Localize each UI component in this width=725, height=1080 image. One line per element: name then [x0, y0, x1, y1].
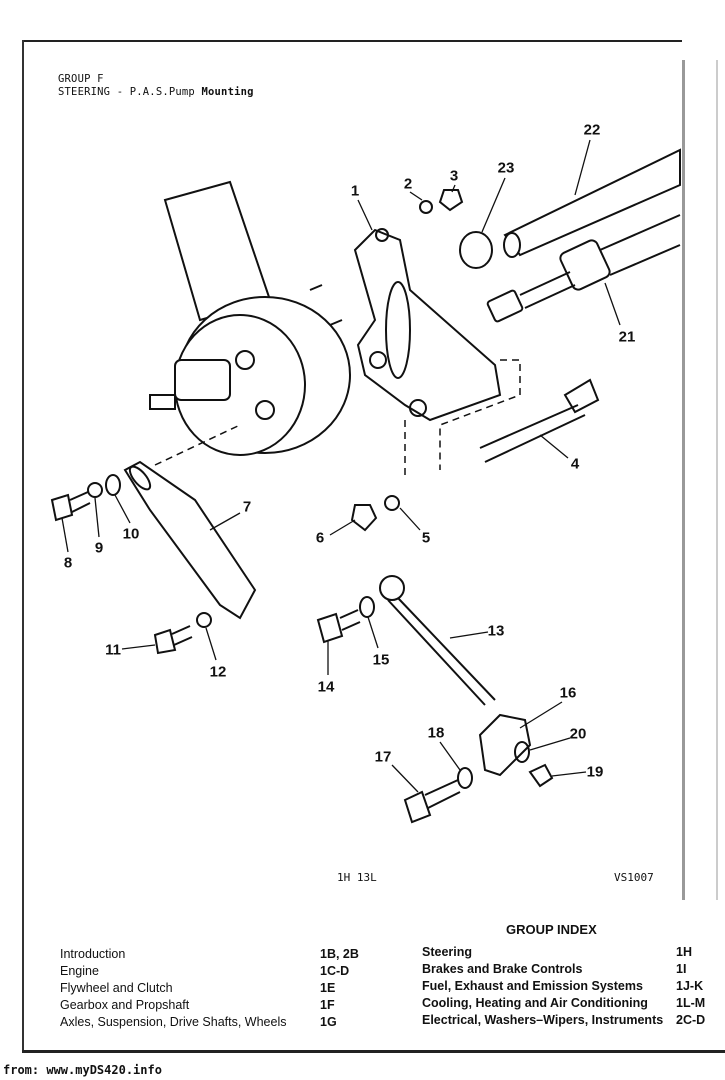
- trunnion-16: [478, 713, 532, 777]
- page-border-top: [22, 40, 682, 42]
- group-index-right-labels: Steering Brakes and Brake Controls Fuel,…: [422, 944, 663, 1029]
- callout-14: 14: [317, 678, 335, 696]
- index-label: Engine: [60, 964, 99, 978]
- exploded-parts-diagram: [50, 139, 681, 824]
- leader-lines: [61, 139, 621, 793]
- bolt-4: [479, 378, 600, 463]
- callout-10: 10: [122, 525, 140, 543]
- callout-18: 18: [427, 724, 445, 742]
- callout-16: 16: [559, 684, 577, 702]
- pas-pump: [149, 180, 351, 456]
- index-code: 1J-K: [676, 979, 704, 993]
- group-label: GROUP F: [58, 73, 104, 85]
- page-edge: [682, 60, 685, 900]
- index-label: Fuel, Exhaust and Emission Systems: [422, 979, 643, 993]
- washer-5: [384, 495, 400, 511]
- adjuster-rod: [379, 575, 496, 706]
- callout-21: 21: [618, 328, 636, 346]
- index-label: Flywheel and Clutch: [60, 981, 173, 995]
- washer-9: [87, 482, 103, 498]
- callout-19: 19: [586, 763, 604, 781]
- index-code: 2C-D: [676, 1013, 706, 1027]
- index-label: Axles, Suspension, Drive Shafts, Wheels: [60, 1015, 287, 1029]
- index-code: 1F: [320, 998, 335, 1012]
- callout-1: 1: [350, 182, 360, 200]
- bolt-8: [50, 491, 91, 522]
- bolt-17: [403, 779, 461, 824]
- washer: [419, 200, 433, 214]
- index-code: 1G: [320, 1015, 337, 1029]
- callout-6: 6: [315, 529, 325, 547]
- page-code: 1H 13L: [337, 871, 377, 884]
- index-code: 1B, 2B: [320, 947, 359, 961]
- callout-7: 7: [242, 498, 252, 516]
- callout-2: 2: [403, 175, 413, 193]
- callout-9: 9: [94, 539, 104, 557]
- callout-20: 20: [569, 725, 587, 743]
- washer-10: [105, 474, 121, 496]
- hose-clip: [459, 231, 493, 269]
- page-edge: [716, 60, 718, 900]
- washer-20: [514, 741, 530, 763]
- nut: [438, 189, 464, 212]
- index-label: Gearbox and Propshaft: [60, 998, 190, 1012]
- index-code: 1L-M: [676, 996, 706, 1010]
- mounting-bracket: [353, 228, 502, 422]
- index-code: 1H: [676, 945, 692, 959]
- index-label: Introduction: [60, 947, 126, 961]
- index-code: 1E: [320, 981, 336, 995]
- hose-22: [503, 148, 681, 258]
- callout-5: 5: [421, 529, 431, 547]
- index-code: 1C-D: [320, 964, 350, 978]
- callout-15: 15: [372, 651, 390, 669]
- page-border-bottom: [22, 1050, 725, 1053]
- group-index-left-labels: Introduction Engine Flywheel and Clutch …: [60, 946, 287, 1031]
- adjuster-bracket: [123, 460, 257, 620]
- index-label: Brakes and Brake Controls: [422, 962, 583, 976]
- assembly-lines: [154, 359, 521, 480]
- drawing-code: VS1007: [614, 871, 654, 884]
- callout-22: 22: [583, 121, 601, 139]
- callout-3: 3: [449, 167, 459, 185]
- title-prefix: STEERING - P.A.S.Pump: [58, 86, 195, 98]
- callout-13: 13: [487, 622, 505, 640]
- title-bold: Mounting: [201, 86, 254, 98]
- index-label: Cooling, Heating and Air Conditioning: [422, 996, 648, 1010]
- callout-8: 8: [63, 554, 73, 572]
- page-border-left: [22, 40, 24, 1052]
- group-index-left-codes: 1B, 2B 1C-D 1E 1F 1G: [320, 946, 359, 1031]
- washer-15: [359, 596, 375, 618]
- hose-21: [486, 214, 681, 323]
- source-footer: from: www.myDS420.info: [3, 1063, 162, 1077]
- callout-17: 17: [374, 748, 392, 766]
- page-title: STEERING - P.A.S.Pump Mounting: [58, 86, 254, 98]
- bolt-14: [316, 609, 361, 644]
- callout-23: 23: [497, 159, 515, 177]
- slot: [128, 465, 152, 491]
- index-label: Steering: [422, 945, 473, 959]
- nut-19: [528, 763, 554, 788]
- washer-12: [196, 612, 212, 628]
- nut-6: [350, 504, 378, 532]
- index-code: 1I: [676, 962, 687, 976]
- bolt-11: [153, 625, 193, 655]
- callout-11: 11: [105, 641, 121, 659]
- index-label: Electrical, Washers–Wipers, Instruments: [422, 1013, 664, 1027]
- washer-18: [457, 767, 473, 789]
- group-index-right-codes: 1H 1I 1J-K 1L-M 2C-D: [676, 944, 705, 1029]
- callout-12: 12: [209, 663, 227, 681]
- callout-4: 4: [570, 455, 580, 473]
- group-index-title: GROUP INDEX: [506, 922, 597, 937]
